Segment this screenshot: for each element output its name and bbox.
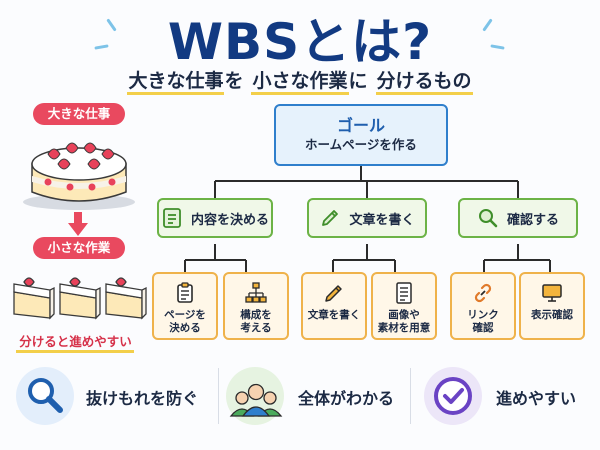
task-label: 構成を 考える: [240, 309, 272, 334]
whole-cake-icon: [23, 142, 135, 210]
phase-label: 文章を書く: [349, 212, 415, 228]
benefit-label: 進めやすい: [496, 389, 577, 408]
link-icon: [474, 283, 492, 303]
task-box-structure: 構成を 考える: [223, 272, 289, 340]
magnifier-icon: [28, 378, 63, 413]
subtitle-split: 分けるもの: [375, 70, 473, 95]
underline-decoration: [16, 350, 134, 353]
task-box-links: リンク 確認: [450, 272, 516, 340]
task-box-write: 文章を書く: [301, 272, 367, 340]
page-title: WBSとは?: [167, 13, 433, 71]
benefit-label: 全体がわかる: [298, 389, 395, 408]
subtitle-particle: を: [224, 70, 244, 92]
subtitle: 大きな仕事を小さな作業に分けるもの: [0, 66, 600, 95]
big-task-label: 大きな仕事: [33, 103, 125, 125]
people-icon: [229, 383, 283, 417]
task-label: ページを 決める: [164, 309, 206, 334]
subtitle-particle: に: [348, 70, 368, 92]
divider: [218, 368, 219, 424]
goal-subtitle: ホームページを作る: [305, 137, 417, 152]
check-circle-icon: [434, 377, 472, 415]
phase-box-review: 確認する: [458, 198, 578, 238]
task-label: リンク 確認: [467, 309, 499, 334]
small-task-label: 小さな作業: [33, 237, 125, 259]
phase-label: 内容を決める: [190, 212, 269, 228]
monitor-icon: [542, 284, 562, 302]
task-box-pages: ページを 決める: [152, 272, 218, 340]
down-arrow-icon: [68, 212, 88, 236]
goal-title: ゴール: [336, 116, 385, 135]
sitemap-icon: [245, 282, 267, 303]
task-label: 画像や 素材を用意: [377, 309, 431, 334]
cake-slices-icon: [13, 277, 147, 320]
pencil-icon: [325, 285, 342, 302]
pencil-icon: [322, 210, 339, 226]
document-icon: [396, 282, 412, 304]
clipboard-icon: [177, 282, 193, 303]
task-box-materials: 画像や 素材を用意: [371, 272, 437, 340]
goal-box: ゴール ホームページを作る: [274, 104, 448, 166]
list-icon: [163, 208, 181, 228]
subtitle-big-task: 大きな仕事: [127, 70, 225, 95]
benefit-label: 抜けもれを防ぐ: [86, 389, 199, 408]
phase-box-content: 内容を決める: [157, 198, 273, 238]
magnifier-icon: [478, 209, 498, 228]
task-label: 表示確認: [531, 309, 573, 321]
subtitle-small-task: 小さな作業: [251, 70, 349, 95]
phase-label: 確認する: [506, 212, 559, 228]
task-box-display: 表示確認: [519, 272, 585, 340]
split-result-text: 分けると進めやすい: [19, 334, 132, 349]
divider: [410, 368, 411, 424]
task-label: 文章を書く: [307, 309, 361, 321]
phase-box-writing: 文章を書く: [307, 198, 427, 238]
